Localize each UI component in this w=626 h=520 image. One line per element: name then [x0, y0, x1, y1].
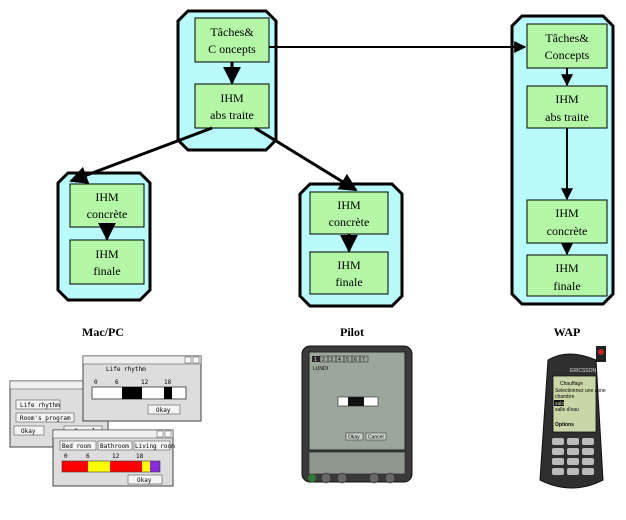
mac-win2-tick-0: 0: [94, 379, 98, 386]
wap-box-concrete-line2: concrète: [547, 224, 588, 238]
mac-win1-btn-rooms-program[interactable]: [15, 412, 75, 423]
wap-box-finale: [526, 254, 608, 297]
mac-win2-title: Life rhythm: [106, 366, 146, 373]
mac-win2-tick-18: 18: [164, 379, 172, 386]
mac-window-2: Life rhythm 0 6 12 18 Okay: [82, 355, 202, 422]
mac-win3-btn-okay-label: Okay: [137, 477, 152, 484]
phone-screen-line1: Selectionnez une zone: [555, 388, 606, 394]
wap-box-concrete-line1: IHM: [555, 206, 579, 220]
pilot-tab-1: 1: [314, 357, 317, 363]
pilot-box-finale: [309, 251, 389, 295]
pilot-box-concrete: [309, 191, 389, 235]
mac-win3-btn-okay[interactable]: [127, 474, 163, 485]
pilot-hw-button-5[interactable]: [384, 472, 396, 484]
pilot-hw-button-3[interactable]: [336, 472, 348, 484]
mac-win2-btn-okay[interactable]: [147, 404, 181, 415]
pilot-day-label: LUNDI: [313, 366, 328, 372]
pilot-tab-5: 5: [346, 357, 349, 363]
phone-screen-title: Chauffage: [560, 381, 583, 387]
mac-win3-tab-bedroom[interactable]: [59, 440, 97, 451]
macpc-box-concrete-line1: IHM: [95, 190, 119, 204]
wap-box-finale-line2: finale: [553, 279, 580, 293]
wap-box-taches: [526, 23, 608, 69]
platform-label-wap: WAP: [554, 325, 581, 339]
arrow-center-to-pilot: [254, 126, 358, 192]
pilot-device: 1 2 3 4 5 6 7 LUNDI Okay Cancel: [301, 345, 413, 484]
macpc-box-concrete-line2: concrète: [87, 207, 128, 221]
wap-box-taches-line1: Tâches&: [545, 31, 589, 45]
pilot-tab-4: 4: [338, 357, 341, 363]
mac-win3-tab-bathroom[interactable]: [97, 440, 133, 451]
wap-box-abstraite-line2: abs traite: [545, 110, 589, 124]
mac-win3-tab-bathroom-label: Bathroom: [100, 443, 129, 450]
macpc-box-finale-line2: finale: [93, 264, 120, 278]
wap-phone: ERICSSON Chauffage Selectionnez une zone…: [539, 346, 606, 489]
mac-win3-color-bar: [61, 460, 161, 473]
mac-win3-tick-12: 12: [112, 453, 120, 460]
center-box-abstraite: [194, 83, 270, 129]
mac-win3-tab-bedroom-label: Bed room: [62, 443, 91, 450]
mac-screenshots: Life rhythm Room's program Okay Life rhy…: [9, 355, 202, 487]
mac-win1-btn-okay[interactable]: [13, 425, 45, 436]
phone-keypad: [552, 438, 594, 475]
wap-box-finale-line1: IHM: [555, 261, 579, 275]
wap-box-taches-line2: Concepts: [545, 48, 590, 62]
center-box-taches-line2: C oncepts: [208, 42, 256, 56]
pilot-tabs: 1 2 3 4 5 6 7: [312, 355, 369, 363]
phone-screen-menu: Options: [555, 422, 574, 428]
mac-win2-btn-okay-label: Okay: [156, 407, 171, 414]
pilot-tab-7: 7: [362, 357, 365, 363]
mac-win3-tab-livingroom-label: Living room: [135, 443, 175, 450]
wap-box-abstraite-line1: IHM: [555, 92, 579, 106]
arrow-center-to-macpc: [69, 126, 213, 184]
mac-win1-btn-life-rhythm-label: Life rhythm: [20, 402, 60, 409]
pilot-box-finale-line2: finale: [335, 275, 362, 289]
group-pilot: IHM concrète IHM finale Pilot: [298, 182, 404, 339]
phone-screen-line3: salon: [555, 401, 567, 407]
wap-box-abstraite: [526, 85, 608, 129]
mac-win2-tick-6: 6: [115, 379, 119, 386]
mac-win2-tick-12: 12: [141, 379, 149, 386]
mac-window-3: Bed room Bathroom Living room 0 6 12 18 …: [52, 429, 175, 487]
mac-win1-btn-okay-label: Okay: [21, 428, 36, 435]
pilot-graffiti-area: [308, 451, 406, 475]
platform-label-macpc: Mac/PC: [82, 325, 124, 339]
mac-win1-btn-rooms-program-label: Room's program: [20, 415, 71, 422]
group-center: Tâches& C oncepts IHM abs traite: [176, 9, 278, 152]
pilot-btn-cancel-label: Cancel: [368, 435, 384, 441]
center-box-taches: [194, 17, 270, 63]
pilot-tab-6: 6: [354, 357, 357, 363]
pilot-hw-button-1[interactable]: [308, 474, 316, 482]
center-box-abstraite-line2: abs traite: [210, 108, 254, 122]
center-box-abstraite-line1: IHM: [220, 91, 244, 105]
mac-win3-tab-livingroom[interactable]: [133, 440, 171, 451]
pilot-hw-button-4[interactable]: [368, 472, 380, 484]
pilot-btn-okay-label: Okay: [348, 435, 360, 441]
pilot-box-finale-line1: IHM: [337, 258, 361, 272]
macpc-box-finale: [69, 239, 145, 285]
macpc-box-concrete: [69, 183, 145, 228]
phone-brand: ERICSSON: [570, 368, 597, 374]
pilot-box-concrete-line2: concrète: [329, 215, 370, 229]
platform-label-pilot: Pilot: [340, 325, 364, 339]
pilot-btn-okay[interactable]: [345, 432, 364, 441]
pilot-tab-2: 2: [322, 357, 325, 363]
mac-win3-tick-0: 0: [64, 453, 68, 460]
pilot-hw-button-2[interactable]: [320, 472, 332, 484]
phone-screen-line4: salle d'eau: [555, 407, 579, 413]
mac-win3-tick-18: 18: [136, 453, 144, 460]
center-box-taches-line1: Tâches&: [210, 25, 254, 39]
pilot-btn-cancel[interactable]: [365, 432, 387, 441]
pilot-box-concrete-line1: IHM: [337, 198, 361, 212]
group-wap: Tâches& Concepts IHM abs traite IHM conc…: [510, 14, 615, 339]
mac-win1-btn-life-rhythm[interactable]: [15, 399, 61, 410]
mac-win3-tick-6: 6: [86, 453, 90, 460]
pilot-tab-3: 3: [330, 357, 333, 363]
group-macpc: IHM concrète IHM finale Mac/PC: [56, 171, 152, 339]
phone-screen-line2: chambre: [555, 394, 575, 400]
macpc-box-finale-line1: IHM: [95, 247, 119, 261]
